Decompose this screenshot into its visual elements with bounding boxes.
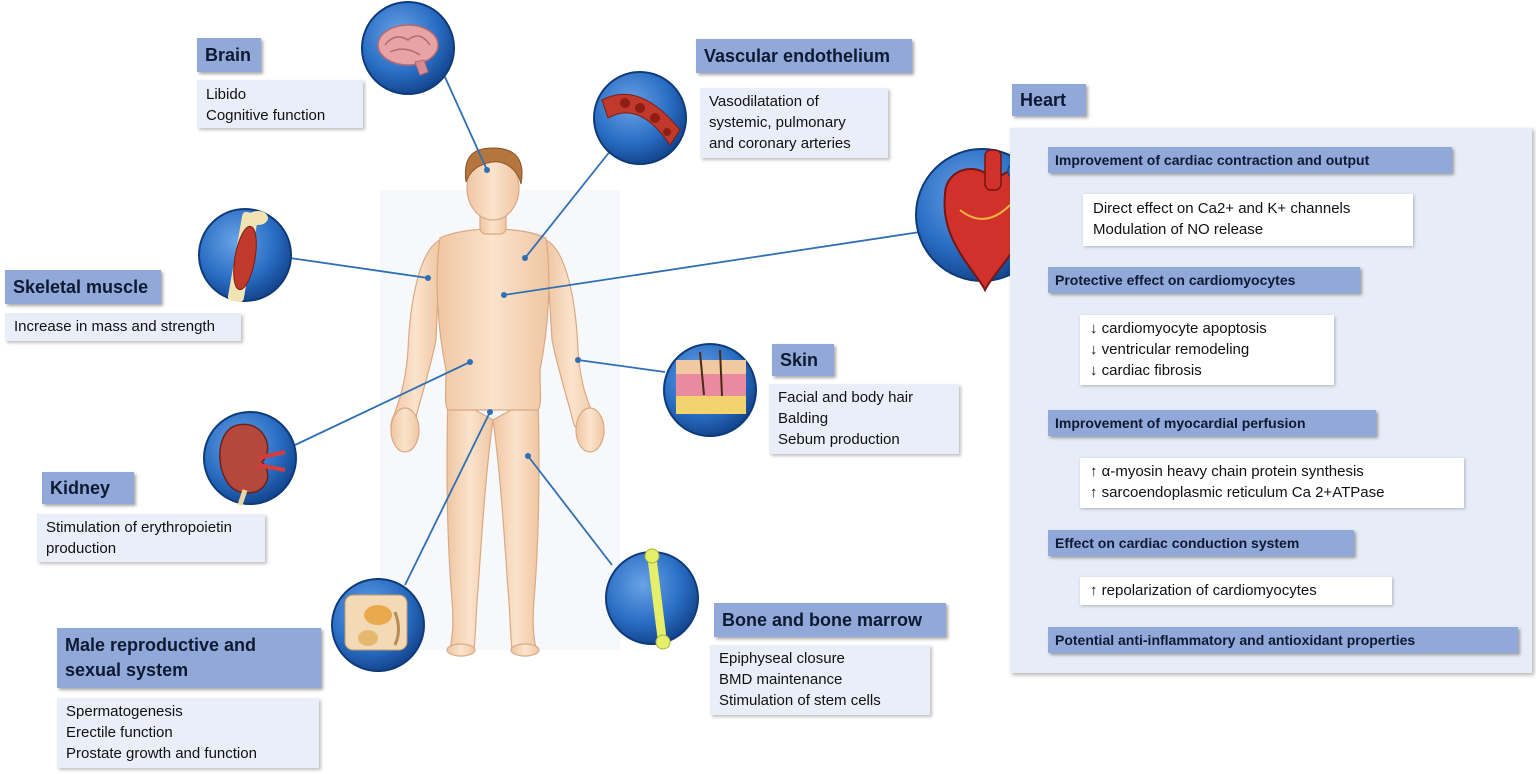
heart-section-items: ↓ cardiomyocyte apoptosis ↓ ventricular …	[1080, 315, 1334, 385]
skeletal-title: Skeletal muscle	[5, 270, 161, 304]
brain-icon	[377, 24, 439, 76]
connector-kidney	[294, 361, 471, 446]
skeletal-description: Increase in mass and strength	[5, 313, 241, 341]
heart-section-heading: Protective effect on cardiomyocytes	[1048, 267, 1360, 293]
brain-circle	[361, 1, 455, 95]
skin-circle	[663, 343, 757, 437]
heart-section-items: ↑ α-myosin heavy chain protein synthesis…	[1080, 458, 1464, 508]
connector-vascular	[524, 144, 616, 259]
arm-muscle-icon	[227, 211, 268, 303]
bone-item: Stimulation of stem cells	[719, 692, 881, 709]
brain-item: Cognitive function	[206, 107, 326, 124]
heart-section-items: Direct effect on Ca2+ and K+ channels Mo…	[1083, 194, 1413, 246]
bone-icon	[644, 548, 671, 650]
skin-title: Skin	[772, 344, 834, 376]
reproductive-title: Male reproductive and sexual system	[57, 628, 321, 688]
skeletal-circle	[198, 208, 292, 303]
connector-heart	[503, 231, 921, 296]
bone-item: Epiphyseal closure	[719, 650, 845, 667]
skeletal-item: Increase in mass and strength	[14, 318, 215, 335]
vascular-item: Vasodilatation of	[709, 93, 819, 110]
heart-item: ↓ ventricular remodeling	[1090, 341, 1250, 358]
heart-section-heading: Effect on cardiac conduction system	[1048, 530, 1354, 556]
human-body-figure	[390, 155, 605, 657]
heart-item: Modulation of NO release	[1093, 221, 1264, 238]
skin-item: Facial and body hair	[778, 389, 914, 406]
connector-reproductive	[404, 411, 491, 586]
skin-description: Facial and body hair Balding Sebum produ…	[769, 384, 959, 454]
reproductive-title-line: Male reproductive and	[65, 635, 257, 655]
reproductive-title-line: sexual system	[65, 659, 189, 680]
connector-lines	[289, 54, 921, 586]
connector-dots	[425, 167, 581, 459]
brain-item: Libido	[206, 86, 247, 103]
skin-layers-icon	[676, 349, 746, 414]
heart-section-heading: Potential anti-inflammatory and antioxid…	[1048, 627, 1518, 653]
reproductive-system-icon	[344, 594, 408, 651]
vascular-item: systemic, pulmonary	[709, 114, 846, 131]
reproductive-circle	[331, 578, 425, 672]
kidney-description: Stimulation of erythropoietin production	[37, 514, 265, 562]
hair-shape	[464, 147, 523, 185]
connector-skin	[577, 359, 666, 373]
heart-effects-panel: Improvement of cardiac contraction and o…	[1010, 128, 1532, 673]
heart-section-items: ↑ repolarization of cardiomyocytes	[1080, 577, 1392, 605]
reproductive-description: Spermatogenesis Erectile function Prosta…	[57, 698, 319, 768]
kidney-item: Stimulation of erythropoietin	[46, 519, 232, 536]
blood-vessel-icon	[601, 93, 681, 146]
heart-item: ↑ α-myosin heavy chain protein synthesis	[1090, 463, 1364, 480]
kidney-title: Kidney	[42, 472, 134, 504]
bone-item: BMD maintenance	[719, 671, 843, 688]
heart-title: Heart	[1012, 84, 1086, 116]
bone-description: Epiphyseal closure BMD maintenance Stimu…	[710, 645, 930, 715]
heart-section-heading: Improvement of cardiac contraction and o…	[1048, 147, 1452, 173]
heart-item: ↑ repolarization of cardiomyocytes	[1090, 582, 1317, 599]
bone-title: Bone and bone marrow	[714, 603, 946, 637]
vascular-description: Vasodilatation of systemic, pulmonary an…	[700, 88, 888, 158]
connector-bone	[527, 455, 613, 566]
reproductive-item: Prostate growth and function	[66, 745, 257, 762]
vascular-circle	[593, 71, 687, 165]
kidney-circle	[203, 411, 297, 506]
skin-item: Sebum production	[778, 431, 900, 448]
heart-item: ↓ cardiomyocyte apoptosis	[1090, 320, 1267, 337]
vascular-item: and coronary arteries	[709, 135, 851, 152]
heart-item: ↓ cardiac fibrosis	[1090, 362, 1202, 379]
vascular-title: Vascular endothelium	[696, 39, 912, 73]
reproductive-item: Spermatogenesis	[66, 703, 183, 720]
heart-section-heading: Improvement of myocardial perfusion	[1048, 410, 1376, 436]
brain-description: Libido Cognitive function	[197, 80, 363, 128]
kidney-item: production	[46, 540, 117, 557]
heart-item: ↑ sarcoendoplasmic reticulum Ca 2+ATPase	[1090, 484, 1385, 501]
reproductive-item: Erectile function	[66, 724, 173, 741]
brain-title: Brain	[197, 38, 261, 72]
connector-skeletal	[289, 257, 429, 279]
skin-item: Balding	[778, 410, 829, 427]
bone-circle	[605, 548, 699, 650]
kidney-icon	[219, 423, 286, 506]
heart-item: Direct effect on Ca2+ and K+ channels	[1093, 200, 1351, 217]
